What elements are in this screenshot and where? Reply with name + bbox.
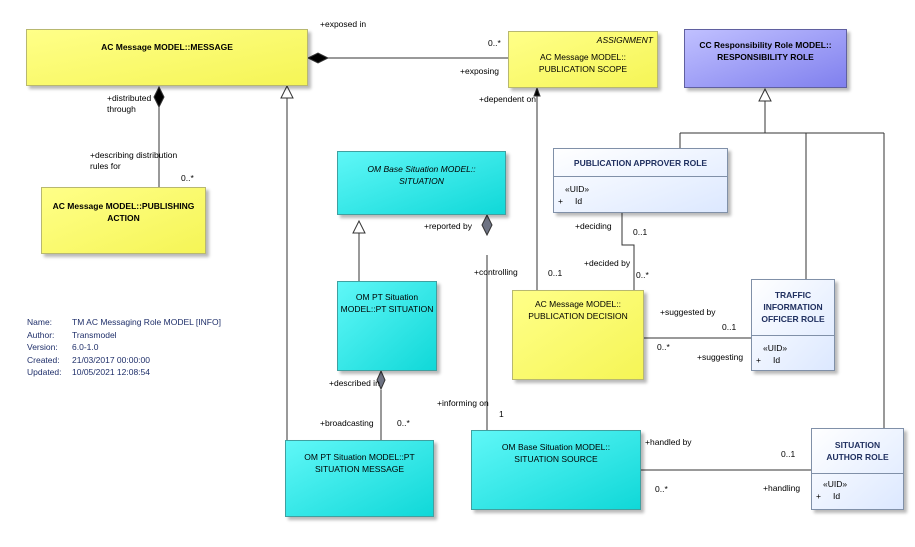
traffic-officer-line2: INFORMATION xyxy=(763,302,823,312)
diamond-message-scope xyxy=(306,52,330,64)
label-handled-by: +handled by xyxy=(645,437,692,447)
info-author-value: Transmodel xyxy=(72,329,117,340)
message-class[interactable]: AC Message MODEL::MESSAGE xyxy=(26,29,308,86)
info-created-key: Created: xyxy=(27,354,60,365)
situation-line1: OM Base Situation MODEL:: xyxy=(367,164,476,174)
traffic-officer-stereotype: «UID» xyxy=(763,343,788,353)
label-suggested-by: +suggested by xyxy=(660,307,716,317)
traffic-officer-line3: OFFICER ROLE xyxy=(761,314,825,324)
publication-scope-class[interactable]: ASSIGNMENT AC Message MODEL:: PUBLICATIO… xyxy=(508,31,658,88)
label-informing-mult: 1 xyxy=(499,409,504,419)
label-exposing: +exposing xyxy=(460,66,499,76)
responsibility-role-class[interactable]: CC Responsibility Role MODEL:: RESPONSIB… xyxy=(684,29,847,88)
publication-approver-role-name: PUBLICATION APPROVER ROLE xyxy=(573,158,708,168)
info-version-key: Version: xyxy=(27,342,58,352)
publication-decision-class[interactable]: AC Message MODEL:: PUBLICATION DECISION xyxy=(512,290,644,380)
info-author-key: Author: xyxy=(27,329,55,340)
label-describing-2: rules for xyxy=(90,161,121,171)
diamond-pt-situation xyxy=(376,369,386,391)
situation-source-line1: OM Base Situation MODEL:: xyxy=(501,442,611,452)
traffic-officer-separator xyxy=(752,335,834,336)
label-exposed-in: +exposed in xyxy=(320,19,367,29)
pt-situation-message-class[interactable]: OM PT Situation MODEL::PT SITUATION MESS… xyxy=(285,440,434,517)
situation-line2: SITUATION xyxy=(399,176,444,186)
situation-author-line2: AUTHOR ROLE xyxy=(826,452,889,462)
publication-approver-role-class[interactable]: PUBLICATION APPROVER ROLE «UID» + Id xyxy=(553,148,728,213)
label-distributed-1: +distributed xyxy=(107,93,152,103)
label-decision-mult: 0..1 xyxy=(548,268,563,278)
label-handled-mult: 0..1 xyxy=(781,449,796,459)
pt-situation-message-line1: OM PT Situation MODEL::PT xyxy=(304,452,415,462)
situation-class[interactable]: OM Base Situation MODEL:: SITUATION xyxy=(337,151,506,215)
label-suggested-mult: 0..1 xyxy=(722,322,737,332)
situation-author-line1: SITUATION xyxy=(834,440,881,450)
traffic-officer-role-class[interactable]: TRAFFIC INFORMATION OFFICER ROLE «UID» +… xyxy=(751,279,835,371)
label-broadcasting-mult: 0..* xyxy=(397,418,410,428)
label-exposed-mult: 0..* xyxy=(488,38,501,48)
publishing-action-class[interactable]: AC Message MODEL::PUBLISHING ACTION xyxy=(41,187,206,254)
label-handling: +handling xyxy=(763,483,801,493)
message-class-name: AC Message MODEL::MESSAGE xyxy=(101,42,233,52)
publishing-action-line1: AC Message MODEL::PUBLISHING xyxy=(52,201,195,211)
label-dependent-on: +dependent on xyxy=(479,94,536,104)
publishing-action-line2: ACTION xyxy=(107,213,140,223)
gen-arrow-responsibility xyxy=(758,87,772,102)
diamond-message-action xyxy=(153,85,165,109)
label-reported-by: +reported by xyxy=(424,221,472,231)
label-decided-mult: 0..* xyxy=(636,270,649,280)
situation-author-role-class[interactable]: SITUATION AUTHOR ROLE «UID» + Id xyxy=(811,428,904,510)
pt-situation-line2: MODEL::PT SITUATION xyxy=(340,304,434,314)
label-suggesting: +suggesting xyxy=(697,352,744,362)
publication-approver-stereotype: «UID» xyxy=(565,184,590,194)
label-informing-on: +informing on xyxy=(437,398,489,408)
publication-scope-line1: AC Message MODEL:: xyxy=(540,52,626,62)
label-deciding-mult: 0..1 xyxy=(633,227,648,237)
traffic-officer-attr-visibility: + xyxy=(756,355,761,365)
gen-arrow-message xyxy=(280,84,294,99)
edge-approver-decision xyxy=(621,213,635,290)
publication-decision-line2: PUBLICATION DECISION xyxy=(528,311,628,321)
publication-approver-attr: Id xyxy=(575,196,583,206)
pt-situation-line1: OM PT Situation xyxy=(355,292,419,302)
situation-author-stereotype: «UID» xyxy=(823,479,848,489)
publication-approver-attr-visibility: + xyxy=(558,196,563,206)
label-described-in: +described in xyxy=(329,378,380,388)
situation-source-class[interactable]: OM Base Situation MODEL:: SITUATION SOUR… xyxy=(471,430,641,510)
situation-source-line2: SITUATION SOURCE xyxy=(514,454,598,464)
publication-decision-line1: AC Message MODEL:: xyxy=(535,299,621,309)
traffic-officer-line1: TRAFFIC xyxy=(774,290,812,300)
responsibility-role-line1: CC Responsibility Role MODEL:: xyxy=(699,40,832,50)
label-decided-by: +decided by xyxy=(584,258,631,268)
publication-scope-stereotype: ASSIGNMENT xyxy=(596,35,653,45)
publication-scope-line2: PUBLICATION SCOPE xyxy=(538,64,628,74)
label-controlling: +controlling xyxy=(474,267,518,277)
responsibility-role-line2: RESPONSIBILITY ROLE xyxy=(717,52,814,62)
label-deciding: +deciding xyxy=(575,221,612,231)
situation-author-attr-visibility: + xyxy=(816,491,821,501)
info-version-value: 6.0-1.0 xyxy=(72,342,99,352)
info-created-value: 21/03/2017 00:00:00 xyxy=(72,354,150,365)
pt-situation-class[interactable]: OM PT Situation MODEL::PT SITUATION xyxy=(337,281,437,371)
label-handling-mult: 0..* xyxy=(655,484,668,494)
gen-arrow-situation xyxy=(352,219,366,234)
label-describing-1: +describing distribution xyxy=(90,150,178,160)
situation-author-attr: Id xyxy=(833,491,841,501)
situation-author-separator xyxy=(812,473,903,474)
arrow-decision-scope xyxy=(533,86,541,97)
info-updated-key: Updated: xyxy=(27,367,62,377)
publication-approver-separator xyxy=(554,176,727,177)
info-name-value: TM AC Messaging Role MODEL [INFO] xyxy=(72,317,221,327)
pt-situation-message-line2: SITUATION MESSAGE xyxy=(314,464,405,474)
info-updated-value: 10/05/2021 12:08:54 xyxy=(72,367,150,377)
info-name-key: Name: xyxy=(27,317,53,327)
label-suggesting-mult: 0..* xyxy=(657,342,670,352)
label-distributed-2: through xyxy=(107,104,136,114)
label-describing-mult: 0..* xyxy=(181,173,194,183)
diamond-situation-source xyxy=(481,213,493,237)
diagram-info: Name: TM AC Messaging Role MODEL [INFO] A… xyxy=(27,316,221,379)
label-broadcasting: +broadcasting xyxy=(320,418,374,428)
traffic-officer-attr: Id xyxy=(773,355,781,365)
